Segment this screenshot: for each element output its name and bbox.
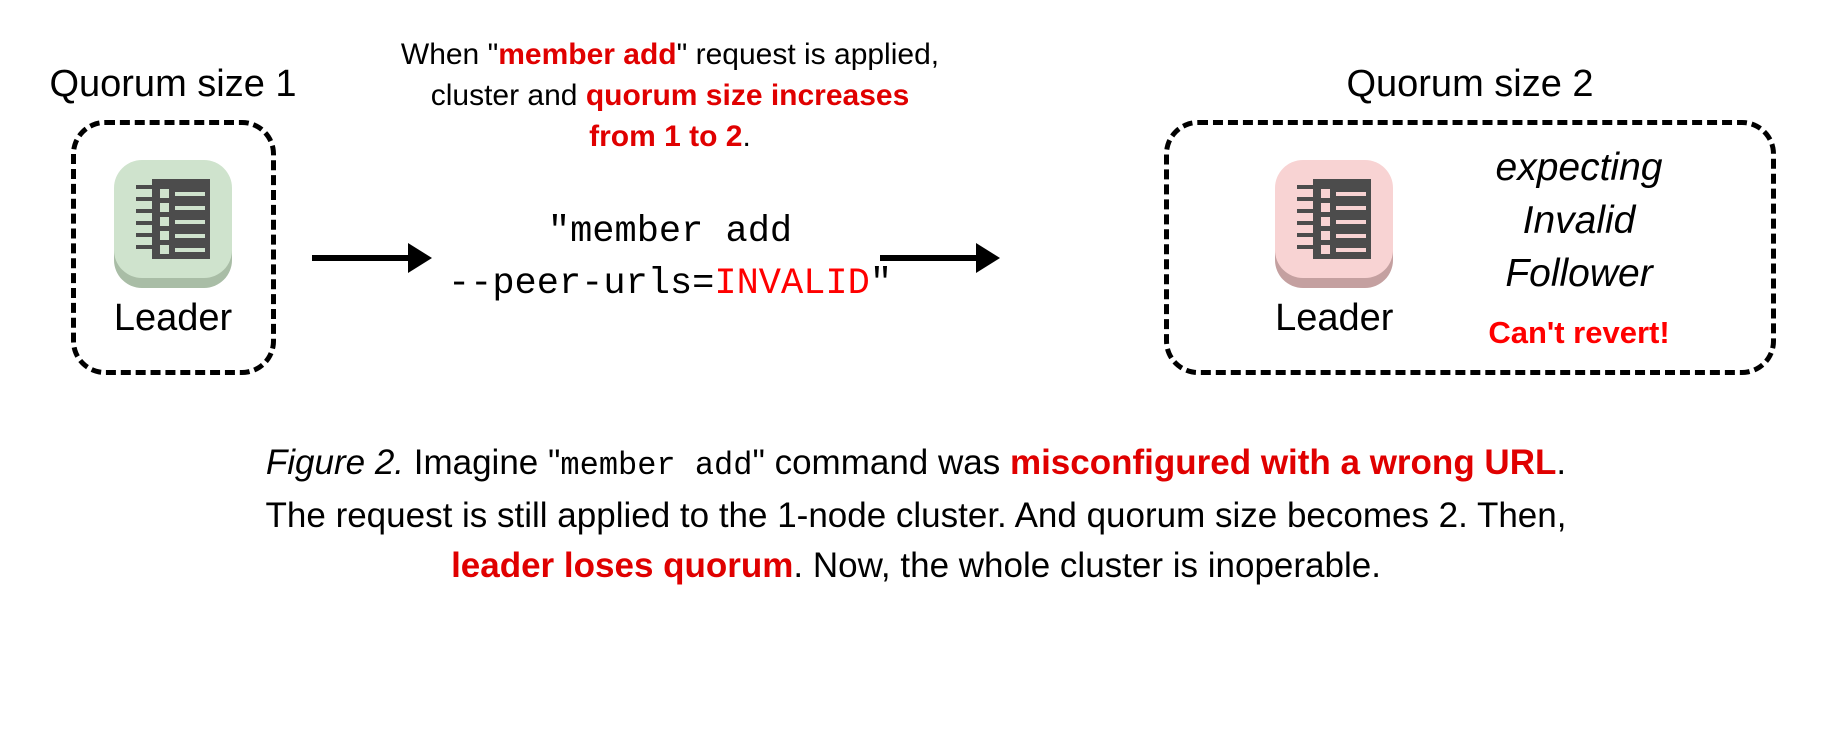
left-leader-node[interactable]: Leader xyxy=(109,156,237,340)
ledger-bullet-icon xyxy=(160,230,169,240)
left-leader-caption: Leader xyxy=(113,296,233,339)
ledger-line-icon xyxy=(175,205,205,210)
ledger-line-icon xyxy=(1336,191,1367,196)
annotation-line-1-part-a: When " xyxy=(400,38,499,71)
follower-status-block: expecting Invalid Follower Can't revert! xyxy=(1458,141,1669,354)
right-leader-caption: Leader xyxy=(1275,296,1394,339)
arrow-command-to-right xyxy=(880,243,1000,273)
annotation-line-3-period: . xyxy=(742,120,751,153)
command-line-2-quote: " xyxy=(869,263,893,305)
arrow-shaft xyxy=(312,255,409,261)
ledger-bullet-icon xyxy=(160,188,169,198)
ledger-bullet-icon xyxy=(1321,188,1331,198)
left-cluster-box: Leader xyxy=(70,120,276,375)
command-invalid-value: INVALID xyxy=(714,263,870,305)
ledger-bullet-icon xyxy=(1321,230,1331,240)
caption-line-1-part-d: " command was xyxy=(752,443,1010,482)
annotation-line-2-highlight: quorum size increases xyxy=(585,79,910,112)
annotation-line-2-part-a: cluster and xyxy=(430,79,586,112)
right-leader-tile-wrap xyxy=(1270,156,1398,288)
arrow-left-to-command xyxy=(312,243,432,273)
command-line-2-flag: --peer-urls= xyxy=(447,263,715,305)
ledger-ring-icon xyxy=(136,232,158,237)
left-cluster-label: Quorum size 1 xyxy=(49,63,297,105)
ledger-ring-icon xyxy=(136,184,158,189)
status-line-follower: Follower xyxy=(1505,252,1653,295)
ledger-ring-icon xyxy=(1297,232,1320,237)
caption-command-ref: member add xyxy=(560,447,753,484)
ledger-ring-icon xyxy=(1297,184,1320,189)
command-line-2: --peer-urls=INVALID" xyxy=(420,258,920,310)
caption-figure-number: Figure 2. xyxy=(265,443,405,482)
ledger-ring-icon xyxy=(1297,196,1320,201)
command-line-1: "member add xyxy=(547,211,793,253)
ledger-bullet-icon xyxy=(1321,202,1331,212)
ledger-ring-icon xyxy=(136,244,158,249)
ledger-line-icon xyxy=(175,247,205,252)
arrow-shaft xyxy=(880,255,977,261)
right-cluster-label: Quorum size 2 xyxy=(1346,63,1594,105)
annotation-text: When "member add" request is applied, cl… xyxy=(360,34,980,157)
annotation-line-2: cluster and quorum size increases xyxy=(360,75,980,116)
left-cluster: Quorum size 1 xyxy=(48,62,298,375)
ledger-ring-icon xyxy=(1297,220,1320,225)
ledger-line-icon xyxy=(175,219,205,224)
ledger-line-icon xyxy=(1336,219,1367,224)
caption-line-3: leader loses quorum. Now, the whole clus… xyxy=(0,541,1832,591)
annotation-line-3-highlight: from 1 to 2 xyxy=(589,120,743,153)
ledger-icon xyxy=(1297,178,1372,259)
ledger-line-icon xyxy=(1336,205,1367,210)
status-badge-cant-revert: Can't revert! xyxy=(1488,315,1670,350)
arrow-head-icon xyxy=(408,243,432,273)
caption-highlight-misconfigured: misconfigured with a wrong URL xyxy=(1009,443,1557,482)
ledger-bullet-icon xyxy=(160,202,169,212)
left-tile xyxy=(114,159,232,278)
caption-line-2: The request is still applied to the 1-no… xyxy=(265,496,1567,535)
right-tile xyxy=(1275,159,1394,278)
right-cluster-box: Leader expecting Invalid Follower Can't … xyxy=(1164,120,1776,375)
ledger-ring-icon xyxy=(136,196,158,201)
figure-caption: Figure 2. Imagine "member add" command w… xyxy=(0,438,1832,591)
caption-line-3-part-b: . Now, the whole cluster is inoperable. xyxy=(793,546,1381,585)
annotation-line-1: When "member add" request is applied, xyxy=(360,34,980,75)
ledger-bullet-icon xyxy=(1321,216,1331,226)
arrow-head-icon xyxy=(976,243,1000,273)
ledger-bullet-icon xyxy=(1321,244,1331,254)
ledger-bullet-icon xyxy=(160,244,169,254)
left-leader-tile-wrap xyxy=(109,156,237,288)
caption-line-1-part-b: Imagine " xyxy=(404,443,561,482)
annotation-line-3: from 1 to 2. xyxy=(360,116,980,157)
ledger-line-icon xyxy=(1336,247,1367,252)
caption-line-1: Figure 2. Imagine "member add" command w… xyxy=(0,438,1832,491)
ledger-ring-icon xyxy=(136,208,158,213)
annotation-line-1-part-c: " request is applied, xyxy=(676,38,940,71)
ledger-line-icon xyxy=(1336,233,1367,238)
ledger-icon xyxy=(136,178,210,259)
ledger-bullet-icon xyxy=(160,216,169,226)
command-text: "member add --peer-urls=INVALID" xyxy=(420,206,920,310)
ledger-line-icon xyxy=(175,233,205,238)
right-leader-node[interactable]: Leader xyxy=(1270,156,1398,340)
diagram-canvas: When "member add" request is applied, cl… xyxy=(48,34,1780,375)
ledger-ring-icon xyxy=(1297,208,1320,213)
ledger-line-icon xyxy=(175,191,205,196)
status-line-expecting: expecting xyxy=(1495,146,1663,189)
ledger-ring-icon xyxy=(136,220,158,225)
right-cluster: Quorum size 2 xyxy=(1160,62,1780,375)
caption-highlight-loses-quorum: leader loses quorum xyxy=(451,546,794,585)
caption-line-1-period: . xyxy=(1556,443,1567,482)
status-line-invalid: Invalid xyxy=(1522,199,1636,242)
annotation-line-1-highlight: member add xyxy=(498,38,677,71)
ledger-ring-icon xyxy=(1297,244,1320,249)
